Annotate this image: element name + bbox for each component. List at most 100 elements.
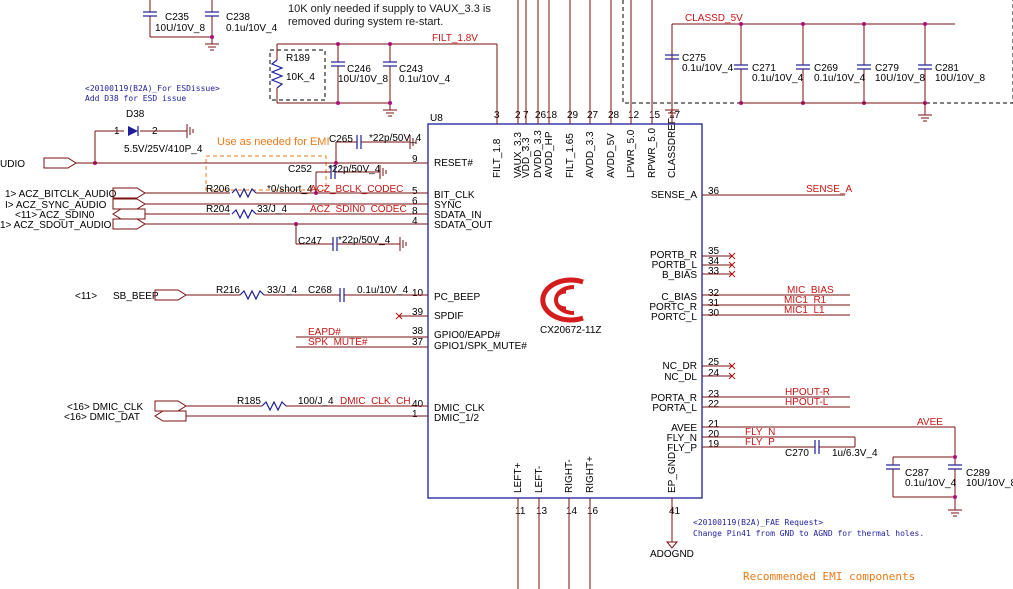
- pin-number: 27: [587, 110, 599, 121]
- mic1-r-net-label: MIC1_R1: [784, 295, 827, 306]
- hpout-l-net-label: HPOUT-L: [785, 397, 829, 408]
- vaux-note-line1: 10K only needed if supply to VAUX_3.3 is: [288, 3, 491, 15]
- port-sync: I> ACZ_SYNC_AUDIO: [5, 200, 107, 211]
- c235-value: 10U/10V_8: [155, 23, 205, 34]
- pin-number: 24: [708, 368, 720, 379]
- r185-value: 100/J_4: [298, 396, 334, 407]
- pin-number: 12: [628, 110, 640, 121]
- pin-name: NC_DL: [664, 372, 697, 383]
- classd-caps: CLASSD_5V C275 0.1u/10V_4 C271 0.1u/10V_…: [622, 0, 1013, 122]
- c279-value: 10U/10V_8: [875, 73, 925, 84]
- pin-name: NC_DR: [663, 361, 697, 372]
- chip-ref: U8: [430, 113, 443, 124]
- mic1-l-net-label: MIC1_L1: [784, 305, 825, 316]
- c265-ref: C265: [329, 134, 353, 145]
- pin-name: AVDD_5V: [606, 133, 617, 178]
- port-dmic-dat: <16> DMIC_DAT: [64, 412, 140, 423]
- c281-ref: C281: [935, 63, 959, 74]
- c238-ref: C238: [226, 12, 250, 23]
- pin-number: 11: [515, 506, 526, 517]
- c243-value: 0.1u/10V_4: [399, 74, 451, 85]
- c287-value: 0.1u/10V_4: [905, 478, 957, 489]
- pin-name: FLY_P: [667, 443, 697, 454]
- pin-number: 23: [708, 389, 720, 400]
- fae-note-line1: <20100119(B2A)_FAE Request>: [693, 518, 823, 527]
- fae-note-line2: Change Pin41 from GND to AGND for therma…: [693, 529, 924, 538]
- esd-note-line1: <20100119(B2A)_For ESDissue>: [85, 84, 220, 93]
- c268-value: 0.1u/10V_4: [357, 285, 409, 296]
- port-bitclk: 1> ACZ_BITCLK_AUDIO: [5, 189, 117, 200]
- pin-number: 15: [649, 110, 661, 121]
- pin-number: 17: [669, 110, 681, 121]
- pin-name: RPWR_5.0: [647, 128, 658, 178]
- r216-value: 33/J_4: [267, 285, 297, 296]
- pin-number: 6: [412, 196, 418, 207]
- nc-d-pins: [702, 362, 736, 380]
- d38-ref: D38: [126, 109, 145, 120]
- c238-value: 0.1u/10V_4: [226, 23, 278, 34]
- r204-value: 33/J_4: [257, 204, 287, 215]
- pin-number: 30: [708, 308, 720, 319]
- pin-number: 34: [708, 256, 720, 267]
- r206-ref: R206: [206, 184, 230, 195]
- chip-part-number: CX20672-11Z: [540, 325, 602, 336]
- c269-ref: C269: [814, 63, 838, 74]
- pin-name: FILT_1.65: [565, 133, 576, 178]
- fly-p-net-label: FLY_P: [745, 437, 775, 448]
- c289-ref: C289: [966, 468, 990, 479]
- r185-ref: R185: [237, 396, 261, 407]
- pin-number: 38: [412, 326, 424, 337]
- c265-value: *22p/50V_4: [369, 133, 422, 144]
- pin-name: AVEE: [671, 423, 697, 434]
- pin-name: FILT_1.8: [492, 138, 503, 178]
- pin-number: 37: [412, 337, 424, 348]
- pin-name: AVDD_3.3: [585, 131, 596, 178]
- pin-name: SYNC: [434, 200, 462, 211]
- esd-diode-d38: <20100119(B2A)_For ESDissue> Add D38 for…: [85, 84, 220, 165]
- filt-network: R189 10K_4 C246 10U/10V_8 C243 0.1u/10V_…: [269, 33, 498, 124]
- pin-number: 8: [412, 206, 418, 217]
- sdin-line: <11> ACZ_SDIN0 R204 33/J_4 ACZ_SDIN0_COD…: [15, 204, 428, 221]
- pin-name: RIGHT-: [564, 459, 575, 493]
- pin-number: 10: [412, 288, 424, 299]
- pin-name: VDD_3.3: [521, 137, 532, 178]
- pin-name: PORTB_L: [652, 260, 698, 271]
- r206-value: *0/short_4: [267, 184, 313, 195]
- fly-n-net-label: FLY_N: [745, 427, 775, 438]
- r189-ref: R189: [286, 53, 310, 64]
- sync-line: I> ACZ_SYNC_AUDIO: [5, 198, 428, 211]
- pin-name: SDATA_IN: [434, 210, 481, 221]
- r204-ref: R204: [206, 204, 230, 215]
- avee-net-label: AVEE: [917, 417, 943, 428]
- c247-value: *22p/50V_4: [338, 235, 391, 246]
- c269-value: 0.1u/10V_4: [814, 73, 866, 84]
- pin-name: AVDD_HP: [544, 131, 555, 178]
- pin-name: PORTA_R: [651, 393, 697, 404]
- c271-ref: C271: [752, 63, 776, 74]
- hpout-r-net-label: HPOUT-R: [785, 387, 830, 398]
- pin-name: SPDIF: [434, 311, 463, 322]
- pin-number: 13: [536, 506, 548, 517]
- pin-number: 35: [708, 246, 720, 257]
- port-sb-beep: SB_BEEP: [113, 291, 159, 302]
- bitclk-line: 1> ACZ_BITCLK_AUDIO R206 *0/short_4 ACZ_…: [5, 164, 428, 200]
- gpio-lines: EAPD# SPK_MUTE#: [296, 327, 428, 348]
- pin-number: 26: [535, 110, 547, 121]
- top-supply-wires: [517, 0, 673, 124]
- pin-number: 22: [708, 399, 720, 410]
- pin-number: 14: [566, 506, 578, 517]
- codec-chip: U8 CX20672-11Z: [427, 113, 703, 499]
- spdif-nc: [395, 312, 428, 320]
- port-audio: UDIO: [0, 159, 25, 170]
- c252-value: *22p/50V_4: [328, 164, 381, 175]
- sense-a-net-label: SENSE_A: [806, 184, 852, 195]
- pin-number: 28: [608, 110, 620, 121]
- c235-ref: C235: [165, 12, 189, 23]
- pin-name: CLASSDREF: [667, 118, 678, 178]
- pin-name: SDATA_OUT: [434, 220, 493, 231]
- pin-number: 40: [412, 399, 424, 410]
